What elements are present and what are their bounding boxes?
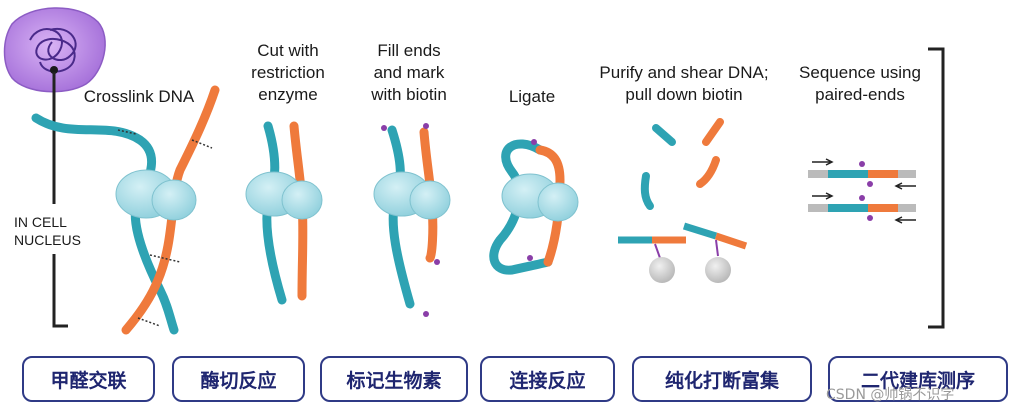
nucleus-icon [3, 7, 106, 93]
fill-ends-label: Fill ends and mark with biotin [371, 41, 447, 104]
purify-stage [618, 118, 748, 283]
in-cell-bracket [52, 72, 68, 328]
right-bracket [928, 47, 945, 329]
sequence-stage [808, 158, 916, 224]
crosslink-stage [31, 85, 220, 335]
ligate-label: Ligate [508, 87, 556, 106]
crosslink-label: Crosslink DNA [83, 87, 195, 106]
cut-label: Cut with restriction enzyme [251, 41, 325, 104]
step-crosslink: 甲醛交联 [22, 356, 155, 402]
step-ligate: 连接反应 [480, 356, 615, 402]
biotin-stage [373, 123, 451, 317]
step-purify: 纯化打断富集 [632, 356, 812, 402]
step-biotin: 标记生物素 [320, 356, 468, 402]
purify-label: Purify and shear DNA; pull down biotin [599, 63, 769, 104]
sequence-label: Sequence using paired-ends [799, 63, 921, 104]
ligate-stage [489, 139, 579, 275]
watermark: CSDN @帅锅不识字 [826, 387, 955, 403]
step-digest: 酶切反应 [172, 356, 305, 402]
cut-stage [245, 121, 323, 305]
in-cell-nucleus-label: IN CELL NUCLEUS [14, 214, 81, 248]
step-sequence: 二代建库测序 [828, 356, 1008, 402]
